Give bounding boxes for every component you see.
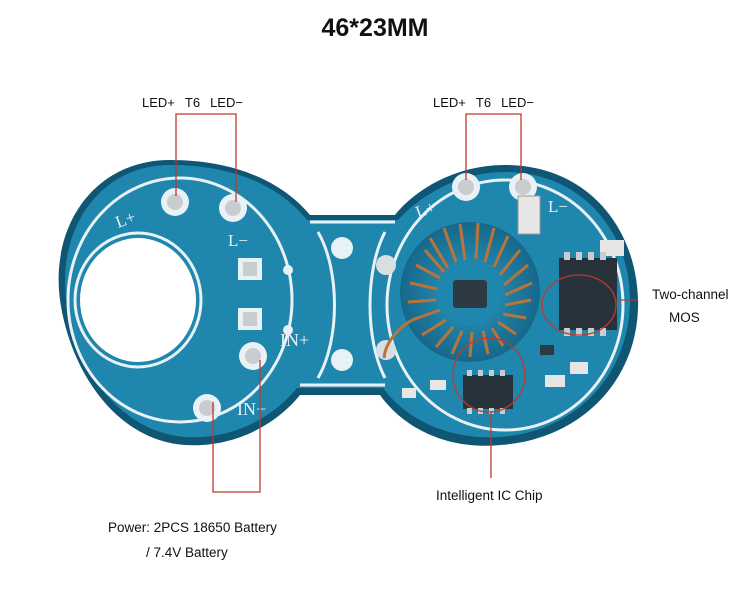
right-led-minus-label: LED− <box>501 95 534 110</box>
power-label-line2: / 7.4V Battery <box>146 545 228 560</box>
silk-left-l-minus: L− <box>228 231 248 250</box>
mos-label-line2: MOS <box>669 310 700 325</box>
left-led-labels: LED+ T6 LED− <box>142 95 243 110</box>
bridge-silk-arc-left <box>316 231 336 379</box>
bridge-hole-2 <box>331 349 353 371</box>
right-t6-label: T6 <box>475 95 492 110</box>
silk-in-minus: IN− <box>237 399 266 419</box>
right-led-labels: LED+ T6 LED− <box>433 95 534 110</box>
left-led-plus-label: LED+ <box>142 95 175 110</box>
mos-label-line1: Two-channel <box>652 287 729 302</box>
left-pads <box>161 188 293 422</box>
left-silk-ring <box>66 176 294 424</box>
right-silk-ring <box>385 178 625 432</box>
inductor-toroid <box>382 222 540 362</box>
bridge-silk-arc-right <box>368 231 387 379</box>
smd-components <box>402 195 624 414</box>
battery-hole-ring <box>73 231 203 369</box>
ic-chip-label: Intelligent IC Chip <box>436 488 543 503</box>
bridge-hole-3 <box>376 255 396 275</box>
right-pads <box>452 173 537 201</box>
left-t6-label: T6 <box>184 95 201 110</box>
right-led-plus-label: LED+ <box>433 95 466 110</box>
battery-hole <box>80 238 196 362</box>
silk-right-l-minus: L− <box>548 197 568 216</box>
power-label-line1: Power: 2PCS 18650 Battery <box>108 520 277 535</box>
image-title: 46*23MM <box>321 14 429 42</box>
callout-lines <box>175 113 638 493</box>
bridge-hole-1 <box>331 237 353 259</box>
silk-in-plus: IN+ <box>280 330 309 350</box>
left-led-minus-label: LED− <box>210 95 243 110</box>
